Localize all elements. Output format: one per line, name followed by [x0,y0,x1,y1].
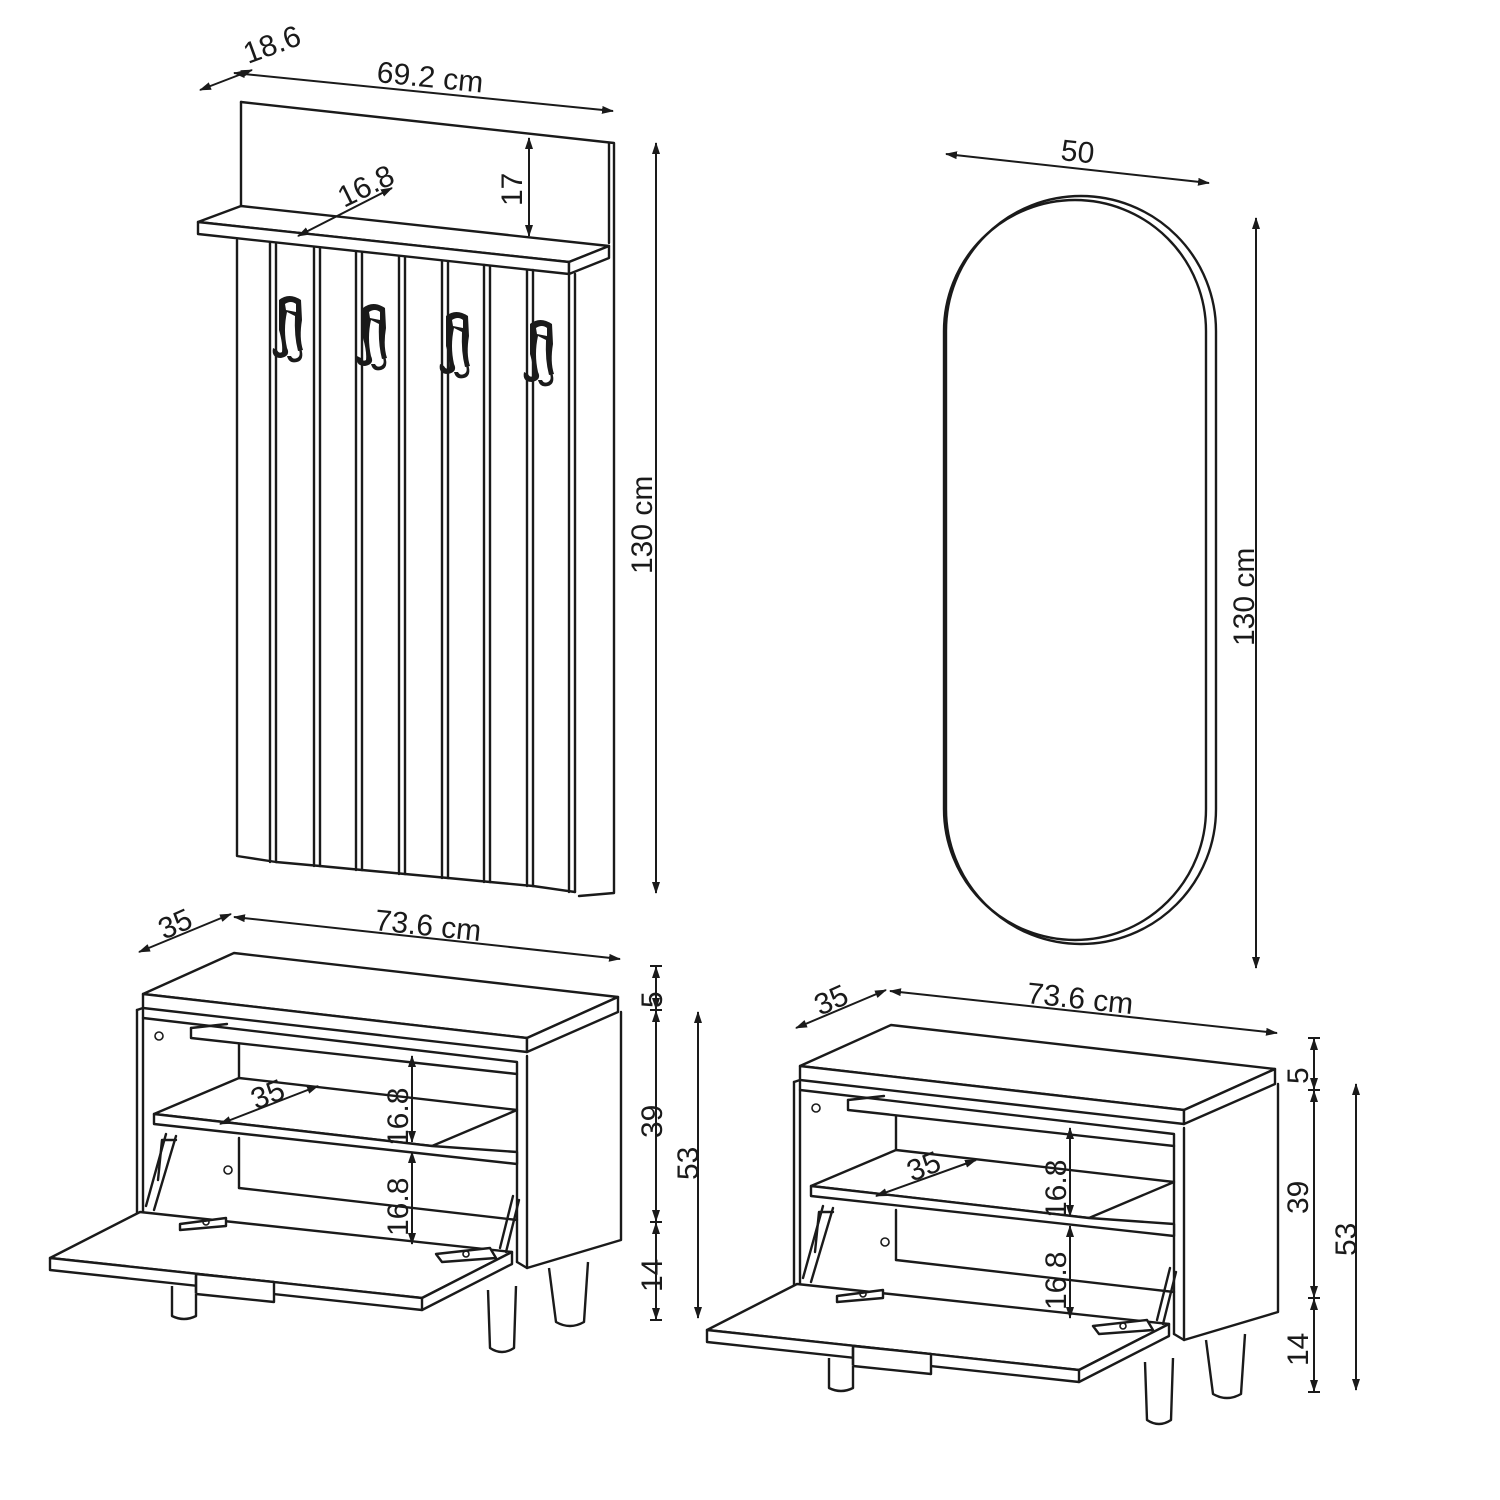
bench-right-total-label: 53 [1330,1223,1363,1256]
rack-top-panel-label: 17 [496,173,529,206]
bench-left-depth-label: 35 [153,903,197,947]
mirror-height-label: 130 cm [1228,548,1261,646]
mirror-width-label: 50 [1059,134,1096,170]
rack-width-label: 69.2 cm [375,56,484,99]
bench-left-seat-label: 5 [636,991,669,1008]
bench-right-depth-label: 35 [809,979,853,1023]
rack-depth-label: 18.6 [239,20,305,71]
shoe-bench-left [48,951,623,1354]
bench-right-leg-label: 14 [1282,1333,1315,1366]
bench-right-upper-compartment-label: 16.8 [1040,1160,1073,1218]
bench-right-body-label: 39 [1282,1181,1315,1214]
coat-rack-dimensions: 18.6 69.2 cm 16.8 17 130 cm [199,20,660,894]
hook-icon [272,296,303,363]
bench-right-lower-compartment-label: 16.8 [1040,1252,1073,1310]
bench-right-seat-label: 5 [1282,1067,1315,1084]
mirror-dimensions: 50 130 cm [945,134,1261,969]
hook-icon [439,312,470,379]
bench-left-width-label: 73.6 cm [373,904,483,948]
bench-left-body-label: 39 [636,1105,669,1138]
oval-mirror [942,194,1218,946]
bench-left-upper-compartment-label: 16.8 [382,1088,415,1146]
bench-right-dimensions: 35 73.6 cm 35 16.8 16.8 5 39 14 53 [795,977,1363,1393]
shoe-bench-right [705,1023,1280,1426]
coat-rack [196,100,616,898]
rack-height-label: 130 cm [626,476,659,574]
hat-shelf [196,204,611,276]
bench-right-width-label: 73.6 cm [1025,977,1135,1021]
hook-icon [523,320,554,387]
bench-left-lower-compartment-label: 16.8 [382,1178,415,1236]
bench-left-leg-label: 14 [636,1259,669,1292]
wall-slats [235,238,577,894]
rack-shelf-depth-label: 16.8 [333,159,400,214]
bench-left-total-label: 53 [672,1147,705,1180]
